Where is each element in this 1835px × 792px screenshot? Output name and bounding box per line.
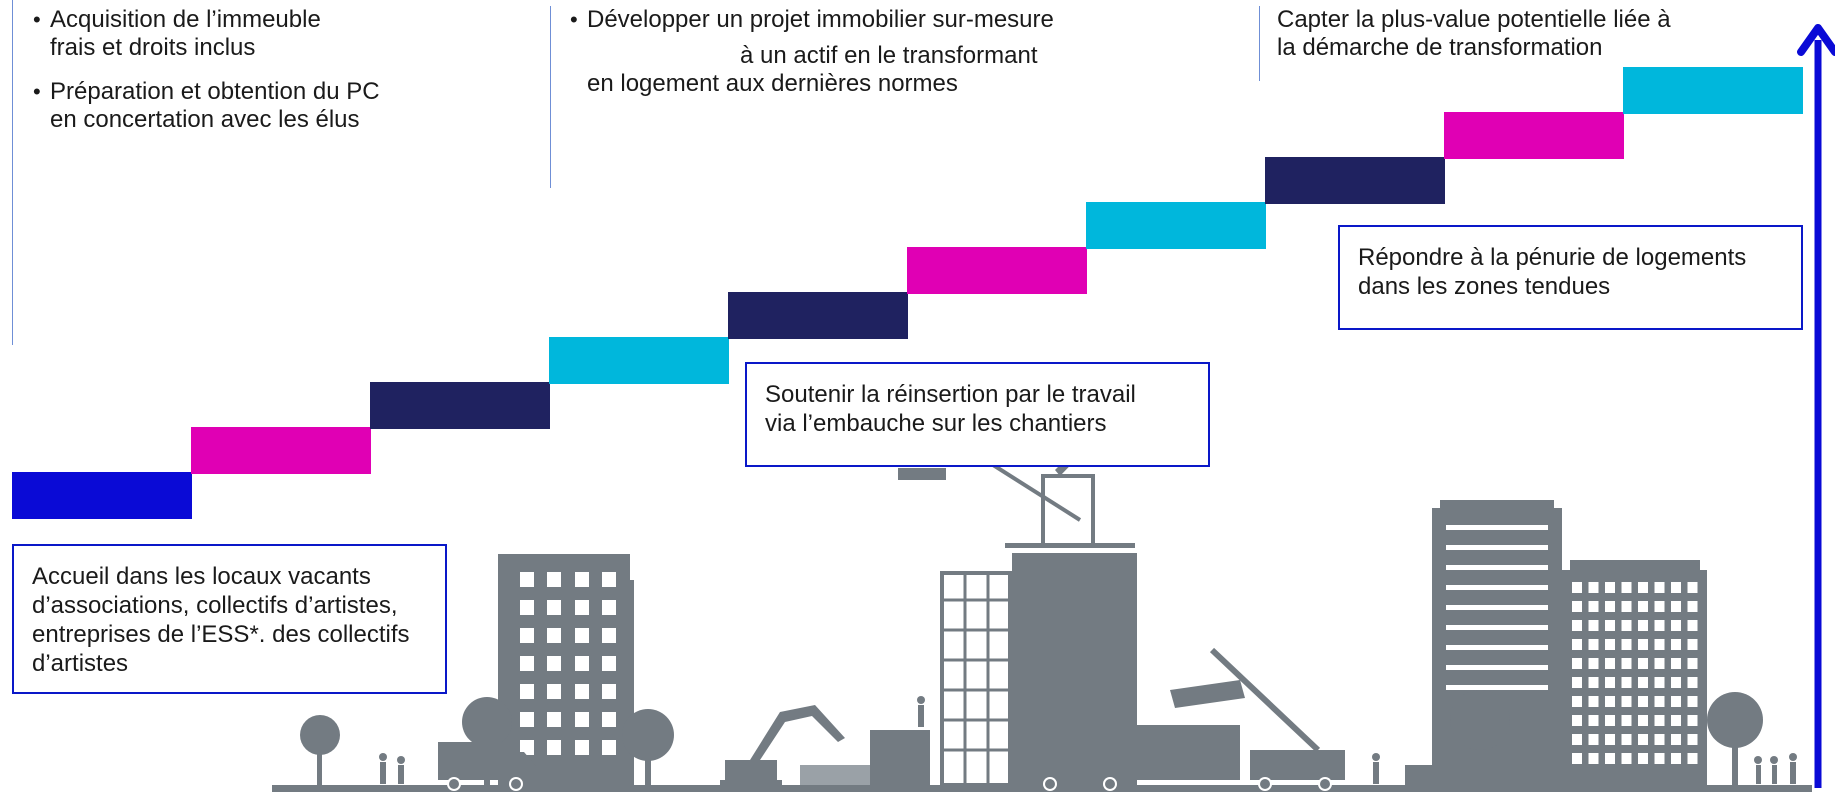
divider-col1 (12, 0, 13, 345)
box-accueil-line-4: d’artistes (32, 650, 129, 677)
step-8 (1265, 157, 1445, 204)
step-6 (907, 247, 1087, 294)
box-reinsertion-line-1: Soutenir la réinsertion par le travail (765, 381, 1136, 408)
box-reinsertion-line-2: via l’embauche sur les chantiers (765, 410, 1107, 437)
col1-bullet-2: • Préparation et obtention du PC en conc… (33, 78, 380, 134)
col1-bullet-1-line-1: Acquisition de l’immeuble (50, 6, 321, 33)
box-reinsertion: Soutenir la réinsertion par le travail v… (745, 362, 1210, 467)
col2-bullet-1: • Développer un projet immobilier sur-me… (570, 6, 1054, 34)
col2-line-1: Développer un projet immobilier sur-mesu… (587, 6, 1054, 33)
box-penurie: Répondre à la pénurie de logements dans … (1338, 225, 1803, 330)
col1-bullet-1: • Acquisition de l’immeuble frais et dro… (33, 6, 321, 62)
step-7 (1086, 202, 1266, 249)
step-5 (728, 292, 908, 339)
step-3 (370, 382, 550, 429)
box-accueil-line-1: Accueil dans les locaux vacants (32, 563, 371, 590)
box-penurie-line-1: Répondre à la pénurie de logements (1358, 244, 1747, 271)
col1-bullet-1-line-2: frais et droits inclus (50, 34, 256, 61)
col2-line-3: en logement aux dernières normes (587, 70, 958, 97)
divider-col3 (1259, 6, 1260, 81)
box-accueil-line-3: entreprises de l’ESS*. des collectifs (32, 621, 410, 648)
box-penurie-line-2: dans les zones tendues (1358, 273, 1611, 300)
step-1 (12, 472, 192, 519)
step-9 (1444, 112, 1624, 159)
step-10 (1623, 67, 1803, 114)
col1-bullet-2-line-1: Préparation et obtention du PC (50, 78, 380, 105)
divider-col2 (550, 6, 551, 188)
bullet-dot: • (33, 79, 41, 104)
step-4 (549, 337, 729, 384)
box-accueil-line-2: d’associations, collectifs d’artistes, (32, 592, 398, 619)
col1-bullet-2-line-2: en concertation avec les élus (50, 106, 360, 133)
bullet-dot: • (33, 7, 41, 32)
col3-line-1: Capter la plus-value potentielle liée à (1277, 6, 1671, 33)
bullet-dot: • (570, 7, 578, 32)
col2-line-2: à un actif en le transformant (740, 42, 1038, 69)
col3-line-2: la démarche de transformation (1277, 34, 1603, 61)
box-accueil: Accueil dans les locaux vacants d’associ… (12, 544, 447, 694)
step-2 (191, 427, 371, 474)
